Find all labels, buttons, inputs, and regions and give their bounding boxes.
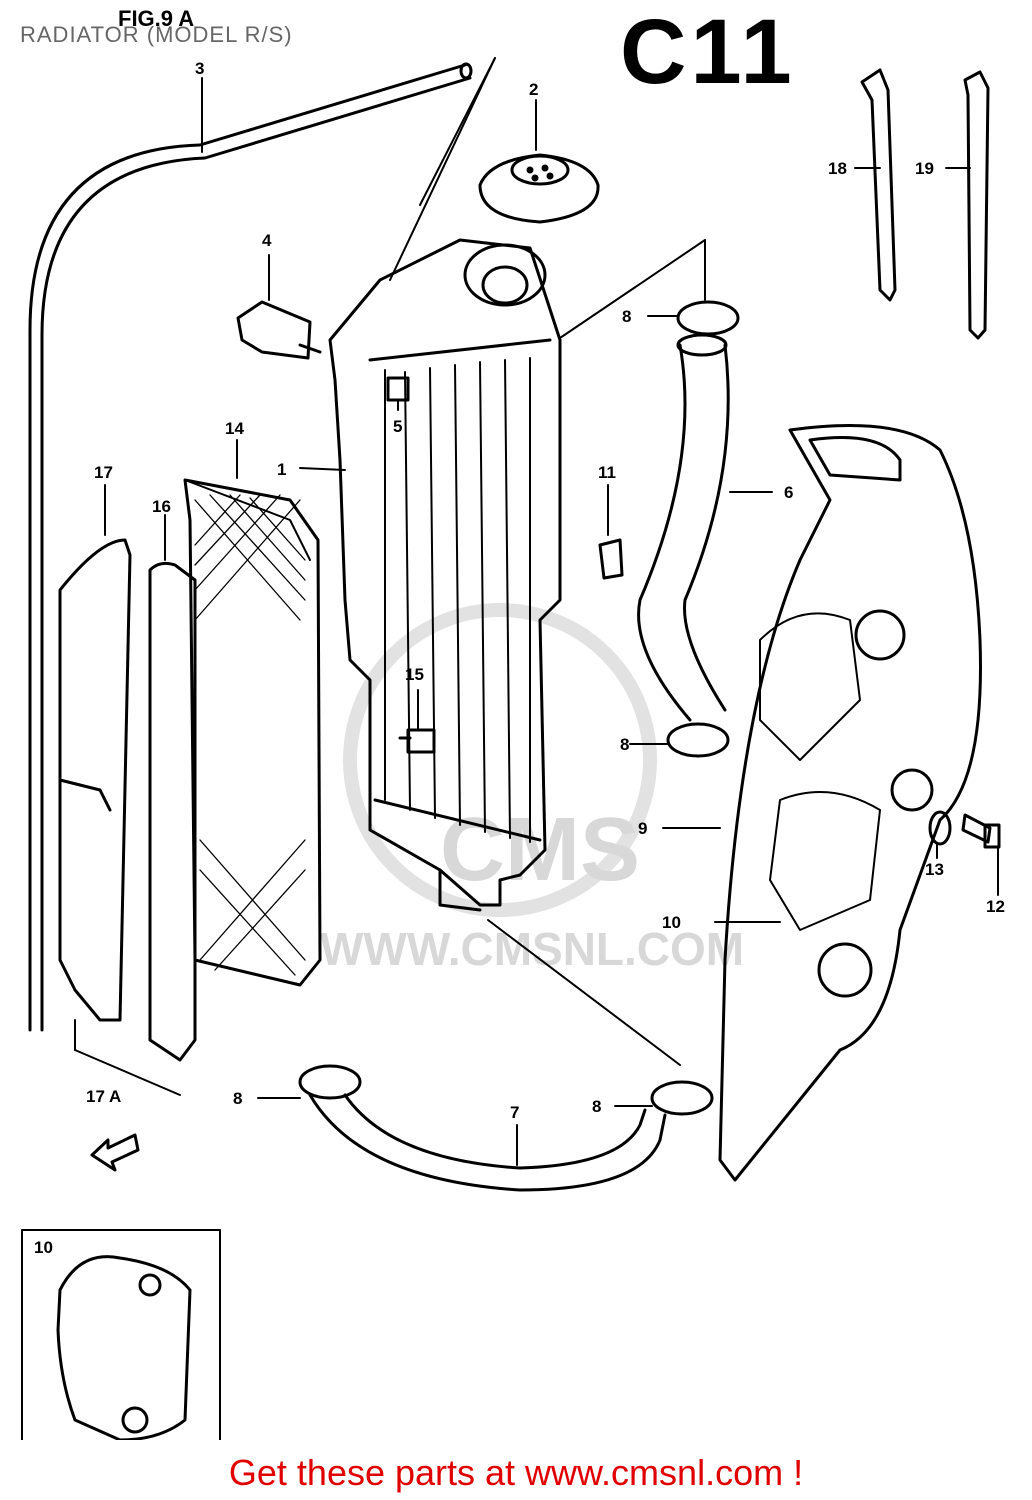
watermark-logo-text: CMS: [440, 800, 640, 900]
callout-18: 18: [828, 159, 847, 178]
callout-10: 10: [662, 913, 681, 932]
watermark-url-text: WWW.CMSNL.COM: [320, 923, 744, 975]
callout-8d: 8: [592, 1097, 601, 1116]
inset-box: [21, 1229, 221, 1440]
clip-part-11: [598, 484, 624, 580]
callout-7: 7: [510, 1103, 519, 1122]
callout-8b: 8: [620, 735, 629, 754]
callout-11: 11: [598, 463, 616, 482]
forward-arrow-icon: [90, 1133, 140, 1172]
watermark: CMS WWW.CMSNL.COM: [320, 603, 744, 975]
callout-16: 16: [152, 497, 171, 516]
callout-8a: 8: [622, 307, 631, 326]
callout-1: 1: [277, 460, 286, 479]
hose-clamp-part-8c: [257, 1064, 362, 1100]
bolt-part-15: [398, 689, 436, 754]
callout-9: 9: [638, 819, 647, 838]
figure-label: FIG.9 A: [118, 6, 195, 31]
lower-hose-part: [308, 919, 681, 1192]
watermark-logo-ring: [343, 603, 657, 917]
callout-6: 6: [784, 483, 793, 502]
diagram-code: C11: [620, 1, 796, 103]
callout-4: 4: [262, 231, 272, 250]
callout-17a: 17 A: [86, 1087, 121, 1106]
page-title: RADIATOR (MODEL R/S): [20, 22, 293, 47]
callout-numbers: 3 2 4 1 5 15 14 16 17 17 A 11 6 8 8 8 8 …: [34, 59, 1005, 1257]
temperature-sensor-part: [236, 254, 322, 360]
radiator-panel-part-16: [148, 514, 197, 1062]
radiator-shroud-part: [662, 424, 982, 1182]
radiator-exploded-diagram: CMS WWW.CMSNL.COM: [21, 57, 1005, 1440]
callout-13: 13: [925, 860, 944, 879]
upper-hose-part: [637, 333, 773, 722]
hose-clamp-part-8b: [629, 722, 730, 758]
hose-clamp-part-8d: [614, 1080, 714, 1116]
callout-12: 12: [986, 897, 1005, 916]
callout-17: 17: [94, 463, 113, 482]
callout-8c: 8: [233, 1089, 242, 1108]
callout-14: 14: [225, 419, 244, 438]
callout-2: 2: [529, 80, 538, 99]
callout-15: 15: [405, 665, 424, 684]
shroud-plate-part-17: [58, 484, 181, 1096]
callout-3: 3: [195, 59, 204, 78]
washer-part-13: [928, 810, 952, 859]
bolt-part-5: [386, 376, 410, 411]
inset-label: 10: [34, 1238, 53, 1257]
radiator-mesh-part: [183, 439, 322, 987]
cable-tie-part-18: [854, 68, 897, 302]
footer-link-text[interactable]: Get these parts at www.cmsnl.com !: [228, 1452, 804, 1493]
callout-5: 5: [393, 417, 402, 436]
radiator-cap-part: [478, 99, 600, 224]
callout-19: 19: [915, 159, 934, 178]
cable-tie-part-19: [945, 70, 990, 340]
hose-clamp-part-8a: [647, 300, 740, 336]
bolt-part-12: [961, 813, 1001, 896]
overflow-tube-part: [28, 62, 473, 1032]
